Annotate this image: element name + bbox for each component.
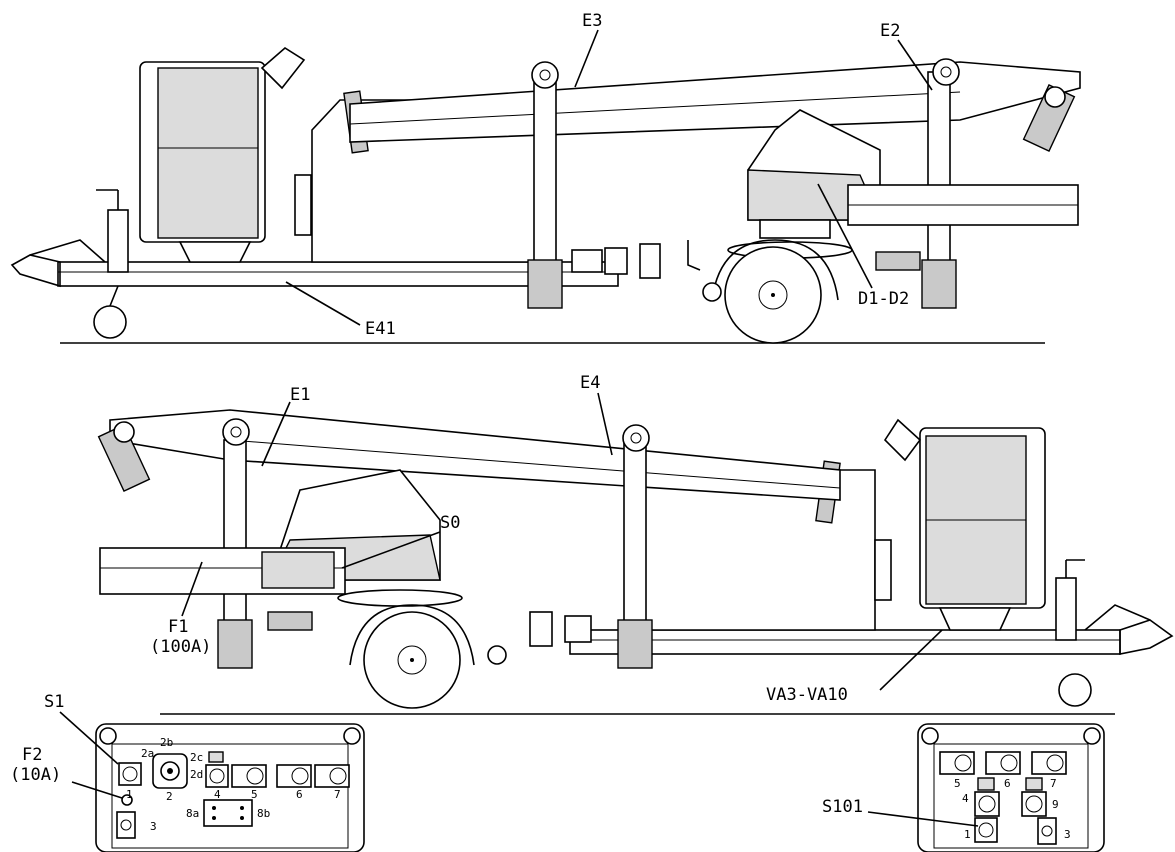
left-button-5 — [231, 764, 267, 788]
left-control-panel — [95, 723, 365, 852]
bottom-chassis — [569, 629, 1121, 655]
label-e1: E1 — [290, 385, 310, 405]
top-jockey-post — [107, 209, 129, 273]
top-jockey-wheel — [93, 305, 127, 339]
right-num-3: 3 — [1064, 828, 1071, 841]
label-f1-rating: (100A) — [150, 637, 211, 657]
bottom-control-box-lid — [883, 418, 922, 462]
leader-e2 — [897, 39, 933, 91]
leader-e3 — [574, 29, 599, 88]
right-num-4: 4 — [962, 792, 969, 805]
top-machine-view — [10, 47, 1081, 344]
left-num-2b: 2b — [160, 736, 173, 749]
right-button-6 — [985, 751, 1021, 775]
label-s101: S101 — [822, 797, 863, 817]
leader-s0 — [341, 531, 441, 569]
left-num-2a: 2a — [141, 747, 154, 760]
bottom-jockey-wheel — [1058, 673, 1092, 707]
bottom-slewing-ring — [337, 589, 463, 607]
label-f1: F1 — [168, 617, 188, 637]
right-socket-3 — [1037, 817, 1057, 845]
bottom-machine-view — [97, 409, 1174, 715]
right-control-panel — [917, 723, 1105, 852]
label-f2: F2 — [22, 745, 42, 765]
left-num-4: 4 — [214, 788, 221, 801]
label-f2-rating: (10A) — [10, 765, 61, 785]
top-towbar — [10, 254, 61, 288]
left-socket-3 — [116, 811, 136, 839]
label-d1-d2: D1-D2 — [858, 289, 909, 309]
leader-va3-va10 — [879, 629, 943, 691]
label-e4: E4 — [580, 373, 600, 393]
right-switch-1 — [974, 817, 998, 843]
left-num-8a: 8a — [186, 807, 199, 820]
label-s1: S1 — [44, 692, 64, 712]
right-button-7 — [1031, 751, 1067, 775]
right-panel-frame — [917, 723, 1105, 852]
right-num-1: 1 — [964, 828, 971, 841]
left-switch-1 — [118, 762, 142, 786]
left-connector-8 — [203, 799, 253, 827]
leader-f2 — [71, 781, 123, 799]
leader-e1 — [261, 401, 291, 467]
left-num-1: 1 — [126, 788, 133, 801]
label-e3: E3 — [582, 11, 602, 31]
left-num-5: 5 — [251, 788, 258, 801]
left-button-6 — [276, 764, 312, 788]
top-control-box-lid — [260, 47, 306, 90]
bottom-boom — [109, 409, 841, 501]
right-num-5: 5 — [954, 777, 961, 790]
leader-s101 — [867, 811, 979, 827]
leader-e41 — [285, 281, 361, 326]
leader-d1-d2 — [817, 183, 873, 289]
bottom-towbar — [1119, 619, 1174, 655]
right-num-9: 9 — [1052, 798, 1059, 811]
right-num-7: 7 — [1050, 777, 1057, 790]
label-va3-va10: VA3-VA10 — [766, 685, 848, 705]
left-num-8b: 8b — [257, 807, 270, 820]
left-num-7: 7 — [334, 788, 341, 801]
leader-s1 — [59, 711, 119, 765]
top-boom — [349, 61, 1081, 143]
left-num-2d: 2d — [190, 768, 203, 781]
left-fuse-f2 — [121, 794, 133, 806]
left-num-2: 2 — [166, 790, 173, 803]
left-panel-frame — [95, 723, 365, 852]
left-button-7 — [314, 764, 350, 788]
label-e2: E2 — [880, 21, 900, 41]
label-e41: E41 — [365, 319, 396, 339]
left-num-6: 6 — [296, 788, 303, 801]
right-num-6: 6 — [1004, 777, 1011, 790]
left-num-2c: 2c — [190, 751, 203, 764]
label-s0: S0 — [440, 513, 460, 533]
bottom-boom-cylinder — [97, 423, 151, 493]
leader-f1 — [181, 561, 203, 617]
left-button-4 — [205, 764, 229, 788]
left-num-3: 3 — [150, 820, 157, 833]
right-button-5 — [939, 751, 975, 775]
leader-e4 — [597, 392, 613, 456]
